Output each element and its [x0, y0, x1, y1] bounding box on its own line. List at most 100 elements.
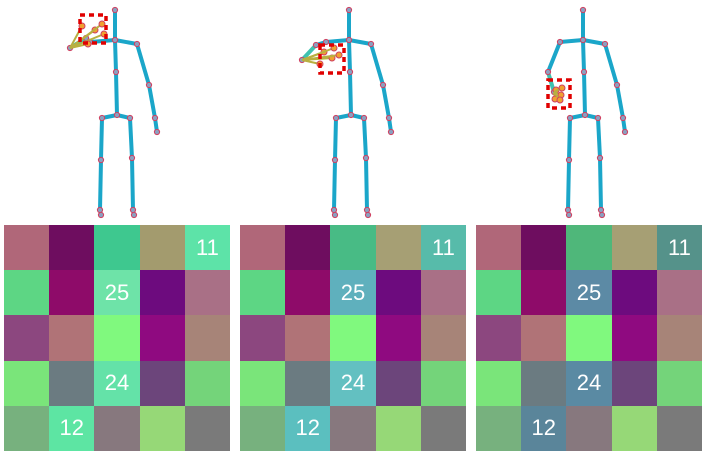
grid-cell: [611, 315, 657, 361]
grid-cell: [4, 270, 50, 316]
bone: [99, 116, 104, 162]
grid-cell: [476, 360, 522, 406]
grid-cell: [184, 270, 230, 316]
grid-cell: [375, 225, 421, 271]
joint: [544, 68, 552, 76]
grid-cell: 24: [330, 360, 376, 406]
grid-cell: 11: [656, 225, 702, 271]
cell-number: 12: [531, 415, 557, 441]
bone: [98, 158, 103, 212]
grid-cell: [521, 270, 567, 316]
grid-cell: [420, 270, 466, 316]
grid-cell: 25: [566, 270, 612, 316]
joint: [581, 111, 589, 119]
grid-cell: [139, 405, 185, 451]
bone: [582, 70, 587, 117]
hand-joint: [335, 51, 343, 59]
grid-cell: [240, 225, 286, 271]
cell-number: 11: [431, 234, 455, 260]
joint: [579, 36, 587, 44]
bone: [546, 40, 562, 74]
joint: [363, 206, 371, 214]
cell-number: 12: [295, 415, 321, 441]
grid-cell: 12: [49, 405, 95, 451]
grid-cell: [476, 405, 522, 451]
joint: [601, 40, 609, 48]
grid-cell: [94, 225, 140, 271]
grid-cell: [656, 360, 702, 406]
joint: [597, 206, 605, 214]
cell-number: 25: [576, 279, 602, 305]
grid-cell: [49, 270, 95, 316]
joint: [332, 114, 340, 122]
joint: [579, 6, 587, 14]
grid-cell: [420, 405, 466, 451]
grid-cell: [94, 315, 140, 361]
highlight-box: [318, 43, 346, 75]
joint: [111, 6, 119, 14]
bone: [347, 38, 373, 46]
joint: [596, 154, 604, 162]
grid-cell: [375, 405, 421, 451]
grid-cell: [240, 405, 286, 451]
joint: [151, 114, 159, 122]
bone: [558, 38, 585, 44]
joint: [128, 154, 136, 162]
grid-3: 11 25 24 12: [476, 225, 702, 451]
grid-cell: 11: [184, 225, 230, 271]
joint: [330, 206, 338, 214]
grid-cell: [184, 405, 230, 451]
grid-cell: [566, 315, 612, 361]
grid-cell: [49, 225, 95, 271]
hand-joint: [78, 22, 86, 30]
joint: [385, 114, 393, 122]
grid-cell: [94, 405, 140, 451]
hand-bone: [301, 47, 335, 61]
joint: [345, 36, 353, 44]
joint: [367, 40, 375, 48]
hand-joint: [556, 96, 564, 104]
grid-cell: [566, 225, 612, 271]
grid-cell: [330, 315, 376, 361]
joint: [113, 111, 121, 119]
joint: [345, 6, 353, 14]
joint: [362, 154, 370, 162]
grid-cell: [4, 360, 50, 406]
grid-cell: [184, 315, 230, 361]
grid-cell: 24: [566, 360, 612, 406]
grid-cell: [330, 405, 376, 451]
joint: [331, 156, 339, 164]
bone: [333, 116, 338, 162]
grid-cell: [49, 360, 95, 406]
grid-cell: [330, 225, 376, 271]
grid-cell: [375, 315, 421, 361]
joint: [360, 114, 368, 122]
bone: [369, 42, 385, 87]
joint: [619, 114, 627, 122]
joint: [98, 114, 106, 122]
grid-cell: [285, 315, 331, 361]
hand-joint: [558, 84, 566, 92]
cell-number: 11: [667, 234, 691, 260]
bone: [603, 42, 619, 87]
grid-cell: 11: [420, 225, 466, 271]
grid-cell: [521, 360, 567, 406]
grid-cell: [611, 270, 657, 316]
grid-cell: 25: [330, 270, 376, 316]
grid-cell: [4, 225, 50, 271]
grid-cell: [139, 225, 185, 271]
joint: [566, 114, 574, 122]
joint: [364, 211, 372, 219]
joint: [111, 36, 119, 44]
grid-2: 11 25 24 12: [240, 225, 466, 451]
bone: [567, 116, 572, 162]
grid-cell: [476, 225, 522, 271]
joint: [565, 156, 573, 164]
grid-cell: [240, 270, 286, 316]
bone: [128, 116, 134, 160]
grid-cell: [611, 405, 657, 451]
bone: [114, 70, 119, 117]
highlight-box: [78, 13, 108, 45]
cell-number: 24: [104, 370, 130, 396]
